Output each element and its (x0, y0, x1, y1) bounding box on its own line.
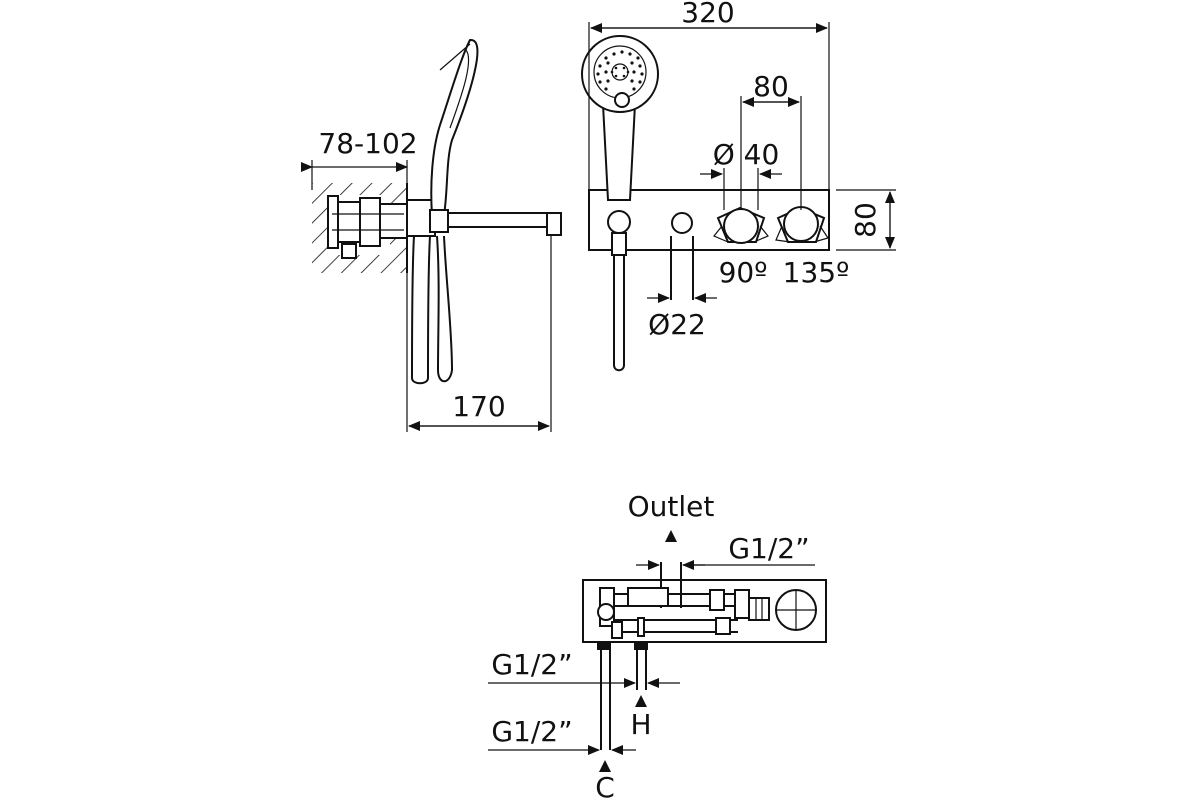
inlet-pipes (597, 642, 648, 750)
hot-thread-label: G1/2” (491, 648, 572, 681)
height-label: 80 (849, 202, 882, 238)
side-view: 78-102 170 (301, 38, 562, 432)
angle-right-label: 135º (783, 256, 850, 289)
depth-dimension: 78-102 (301, 127, 418, 190)
projection-label: 170 (452, 390, 505, 423)
projection-dimension: 170 (406, 236, 552, 432)
cold-label: C (595, 771, 615, 800)
hand-shower-side (411, 38, 479, 385)
hot-arrow-icon (635, 695, 647, 707)
hand-shower-front (581, 35, 659, 372)
spout-diameter-dimension: Ø22 (647, 293, 717, 341)
outlet-label: Outlet (628, 490, 715, 523)
valve-view: Outlet G1/2” G1/2” H G1/2” C (488, 490, 827, 800)
knob-diameter-label: Ø 40 (713, 138, 780, 171)
spacing-dimension: 80 (740, 70, 802, 210)
spacing-label: 80 (753, 70, 789, 103)
right-knob (775, 206, 829, 243)
width-label: 320 (681, 0, 734, 29)
outlet-arrow-icon (665, 530, 677, 542)
hot-label: H (630, 708, 651, 741)
spout-diameter-label: Ø22 (648, 308, 706, 341)
valve-pipework (597, 587, 817, 639)
concealed-valve-body (327, 195, 408, 259)
height-dimension: 80 (836, 189, 896, 251)
depth-label: 78-102 (318, 127, 417, 160)
cold-arrow-icon (599, 760, 611, 772)
outlet-thread-label: G1/2” (728, 532, 809, 565)
knob-diameter-dimension: Ø 40 (700, 138, 782, 210)
width-dimension: 320 (588, 0, 830, 190)
left-knob (713, 206, 769, 244)
front-view: 320 80 Ø 40 80 90º 135º (581, 0, 896, 372)
cold-thread-label: G1/2” (491, 715, 572, 748)
angle-left-label: 90º (719, 256, 768, 289)
spout-front (670, 212, 694, 300)
